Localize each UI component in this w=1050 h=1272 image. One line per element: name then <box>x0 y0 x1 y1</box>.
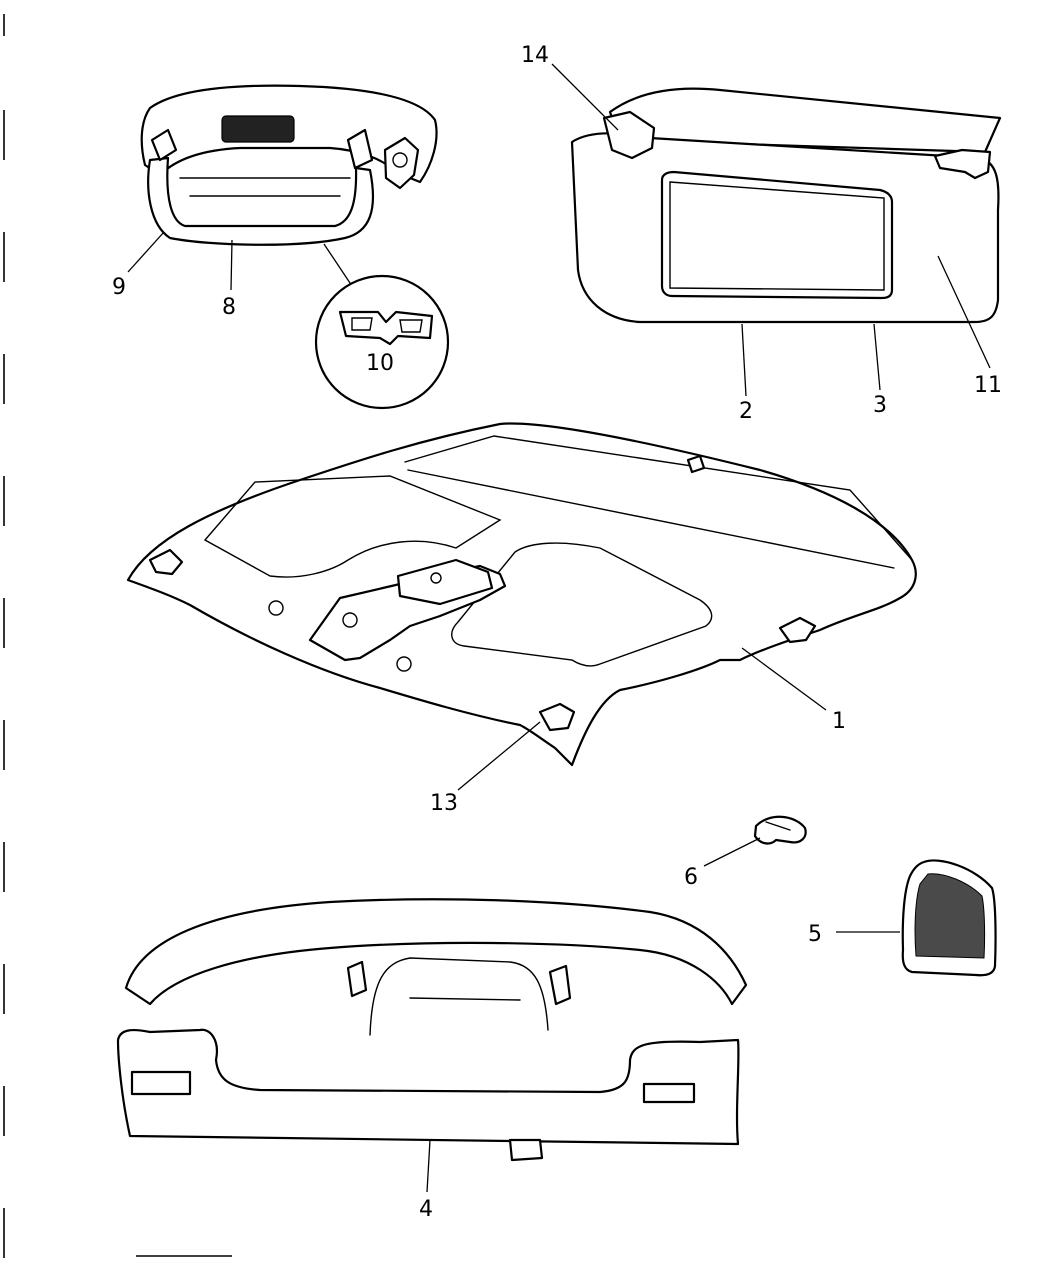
visor-rod-bracket <box>608 87 1002 154</box>
leader-lines <box>127 63 991 1193</box>
callout-10: 10 <box>366 351 394 376</box>
speaker-grille-assembly <box>901 859 997 977</box>
dome-lamp-lens <box>221 115 295 143</box>
headliner-panel <box>126 422 917 767</box>
callout-13: 13 <box>430 791 458 816</box>
grab-handle-assembly <box>140 84 438 246</box>
sun-visor-assembly <box>570 87 1002 324</box>
rear-trim-panel <box>116 1028 740 1146</box>
leader-6 <box>703 837 761 867</box>
leader-1 <box>741 647 827 711</box>
vanity-mirror <box>660 170 894 300</box>
leader-14 <box>551 63 619 131</box>
sunroof-opening <box>404 435 913 561</box>
leader-8 <box>230 239 233 291</box>
headliner-assembly <box>126 422 917 767</box>
leader-9 <box>127 231 165 273</box>
leader-2 <box>741 323 747 397</box>
small-clip-assembly <box>753 815 807 845</box>
callout-14: 14 <box>521 43 549 68</box>
leader-11 <box>937 255 991 369</box>
callout-2: 2 <box>739 399 753 424</box>
leader-3 <box>873 323 881 391</box>
clip-detail-callout <box>314 243 450 410</box>
panel-clip-left <box>346 960 368 998</box>
headliner-clip-left <box>148 548 184 576</box>
headliner-clip-right <box>778 616 817 644</box>
vent-slot-left <box>130 1070 192 1096</box>
handle-end-bracket-left <box>150 128 178 162</box>
speaker-mesh <box>914 873 986 959</box>
callout-4: 4 <box>419 1197 433 1222</box>
callout-labels: 1 2 3 4 5 6 8 9 10 11 13 14 <box>112 43 1002 1222</box>
callout-3: 3 <box>873 393 887 418</box>
clip-detail-circle <box>314 274 450 410</box>
rear-trim-panel-assembly <box>116 898 748 1162</box>
callout-1: 1 <box>832 709 846 734</box>
small-clip <box>753 815 807 845</box>
visor-retainer <box>933 148 992 180</box>
vent-slot-right <box>642 1082 696 1104</box>
rear-sunroof-panel <box>451 542 713 667</box>
callout-8: 8 <box>222 295 236 320</box>
callout-11: 11 <box>974 373 1002 398</box>
left-margin-marks <box>3 14 232 1258</box>
visor-pivot <box>602 110 656 160</box>
panel-clip-right <box>548 964 572 1006</box>
handle-clip <box>383 136 420 190</box>
leader-4 <box>426 1139 431 1193</box>
callout-5: 5 <box>808 922 822 947</box>
callout-9: 9 <box>112 275 126 300</box>
grab-handle <box>147 156 374 246</box>
panel-fastener <box>508 1138 544 1162</box>
handle-end-bracket-right <box>346 128 374 170</box>
leader-13 <box>457 721 541 791</box>
callout-6: 6 <box>684 865 698 890</box>
coat-hook <box>538 702 576 732</box>
rear-shelf-upper <box>124 898 748 1006</box>
